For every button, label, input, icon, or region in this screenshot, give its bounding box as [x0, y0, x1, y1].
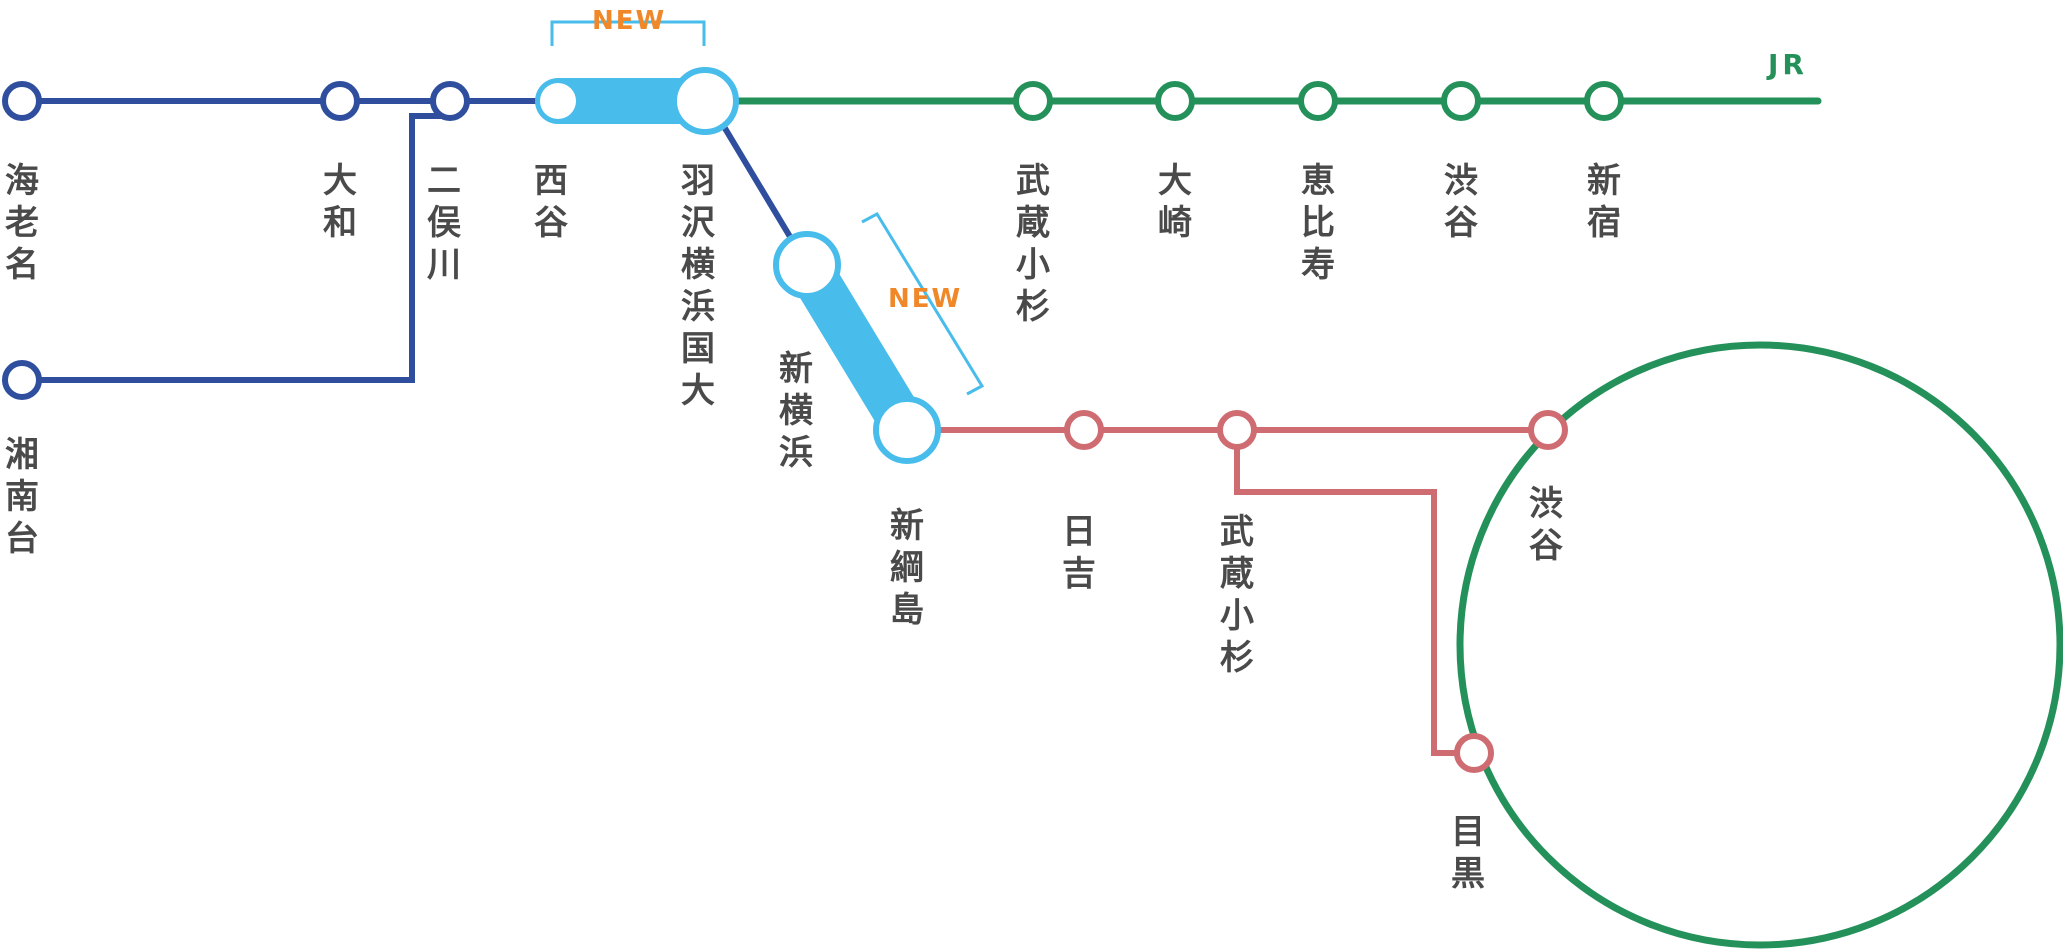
station-marker-hiyoshi[interactable] — [1064, 410, 1104, 450]
station-marker-jr-shibuya[interactable] — [1441, 81, 1481, 121]
station-marker-futamatagawa[interactable] — [430, 81, 470, 121]
station-label-osaki: 大 崎 — [1158, 161, 1192, 243]
sotetsu-izumino-line — [22, 113, 450, 383]
station-label-yamato: 大 和 — [323, 161, 357, 243]
yamanote-loop — [1456, 341, 2063, 949]
station-label-nishiya: 西 谷 — [534, 161, 568, 243]
station-marker-nishiya[interactable] — [540, 83, 576, 119]
station-marker-shin-yokohama[interactable] — [773, 231, 841, 299]
station-marker-tokyu-shibuya[interactable] — [1528, 410, 1568, 450]
station-label-ebisu: 恵 比 寿 — [1301, 161, 1335, 285]
station-marker-ebisu[interactable] — [1298, 81, 1338, 121]
station-label-meguro: 目 黒 — [1451, 812, 1485, 894]
station-marker-shin-tsunashima[interactable] — [873, 396, 941, 464]
station-marker-tokyu-musashi-kosugi[interactable] — [1217, 410, 1257, 450]
station-label-ebina: 海 老 名 — [5, 161, 39, 285]
station-marker-ebina[interactable] — [2, 81, 42, 121]
station-label-futamatagawa: 二 俣 川 — [427, 161, 461, 285]
station-marker-osaki[interactable] — [1155, 81, 1195, 121]
station-label-jr-musashi-kosugi: 武 蔵 小 杉 — [1016, 161, 1050, 327]
station-label-shinjuku: 新 宿 — [1587, 161, 1621, 243]
new-badge-diagonal: NEW — [888, 284, 963, 314]
station-marker-yamato[interactable] — [320, 81, 360, 121]
station-label-tokyu-shibuya: 渋 谷 — [1529, 484, 1563, 566]
new-bracket-diagonal — [861, 212, 985, 396]
station-marker-hazawa-yokohama-kokudai[interactable] — [671, 67, 739, 135]
station-marker-shonandai[interactable] — [2, 360, 42, 400]
station-label-shonandai: 湘 南 台 — [5, 435, 39, 559]
station-label-hazawa-yokohama-kokudai: 羽 沢 横 浜 国 大 — [681, 161, 715, 411]
station-label-shin-tsunashima: 新 綱 島 — [890, 506, 924, 630]
station-label-hiyoshi: 日 吉 — [1062, 512, 1096, 594]
station-label-tokyu-musashi-kosugi: 武 蔵 小 杉 — [1220, 512, 1254, 678]
station-marker-jr-musashi-kosugi[interactable] — [1013, 81, 1053, 121]
new-badge-top: NEW — [592, 6, 667, 36]
station-label-jr-shibuya: 渋 谷 — [1444, 161, 1478, 243]
station-label-shin-yokohama: 新 横 浜 — [779, 349, 813, 473]
tokyu-meguro-line — [1234, 430, 1474, 756]
jr-line-name: JR — [1768, 48, 1808, 81]
station-marker-shinjuku[interactable] — [1584, 81, 1624, 121]
sotetsu-shin-yokohama-link — [717, 118, 798, 247]
new-bracket-top — [550, 20, 706, 46]
station-marker-meguro[interactable] — [1454, 733, 1494, 773]
